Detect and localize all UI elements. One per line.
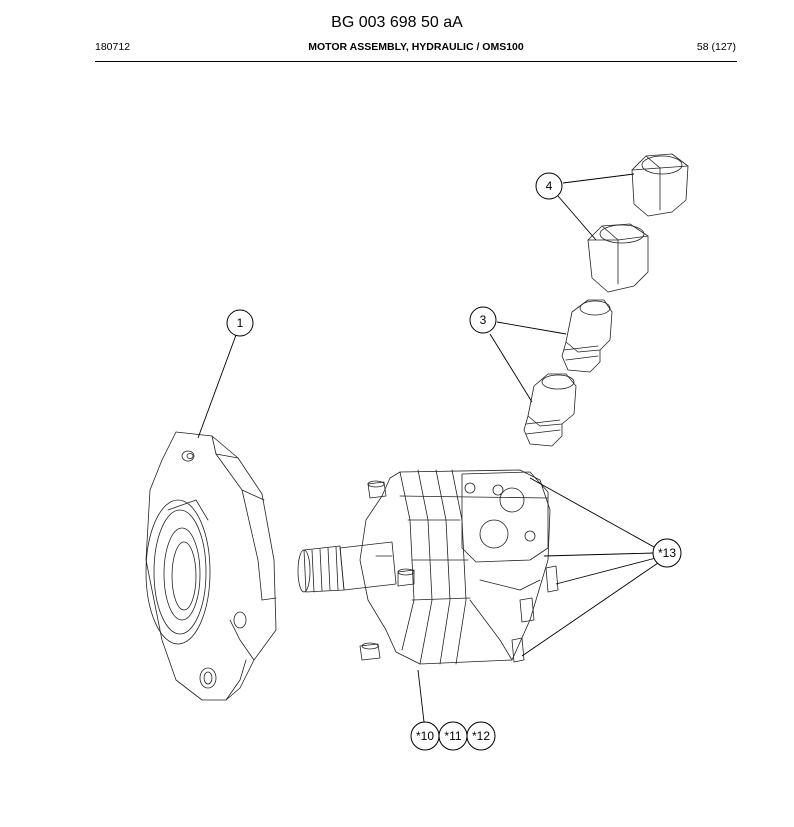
hex-cap-upper (631, 153, 689, 217)
leader-line-4a (562, 173, 635, 184)
svg-text:*13: *13 (658, 546, 676, 560)
leader-line-3b (489, 333, 533, 403)
svg-text:*12: *12 (472, 729, 490, 743)
adapter-lower (523, 373, 577, 447)
svg-text:3: 3 (480, 313, 487, 327)
mounting-flange (145, 431, 277, 701)
header-rule (95, 61, 737, 62)
svg-text:*10: *10 (416, 729, 434, 743)
document-code: 180712 (95, 41, 131, 53)
page-number: 58 (127) (696, 41, 736, 53)
hydraulic-motor (297, 469, 559, 665)
callout-12: *12 (466, 721, 496, 751)
leader-line-1 (197, 334, 237, 439)
callout-10: *10 (410, 721, 440, 751)
leader-line-4b (557, 195, 597, 241)
svg-text:1: 1 (237, 316, 244, 330)
leader-line-13d (521, 562, 659, 657)
leader-line-13a (529, 477, 655, 548)
callout-1: 1 (226, 309, 254, 337)
document-number: BG 003 698 50 aA (331, 14, 463, 31)
leader-line-13b (543, 552, 655, 557)
leader-line-13c (555, 557, 657, 585)
adapter-upper (561, 299, 613, 373)
svg-text:*11: *11 (444, 729, 461, 743)
svg-text:4: 4 (546, 179, 553, 193)
callout-13: *13 (652, 538, 682, 568)
leader-line-3a (496, 321, 567, 335)
section-title: MOTOR ASSEMBLY, HYDRAULIC / OMS100 (308, 41, 524, 53)
hex-cap-lower (587, 223, 649, 293)
callout-11: *11 (438, 721, 468, 751)
callout-4: 4 (535, 172, 563, 200)
leader-line-10 (417, 669, 425, 723)
callout-3: 3 (469, 306, 497, 334)
